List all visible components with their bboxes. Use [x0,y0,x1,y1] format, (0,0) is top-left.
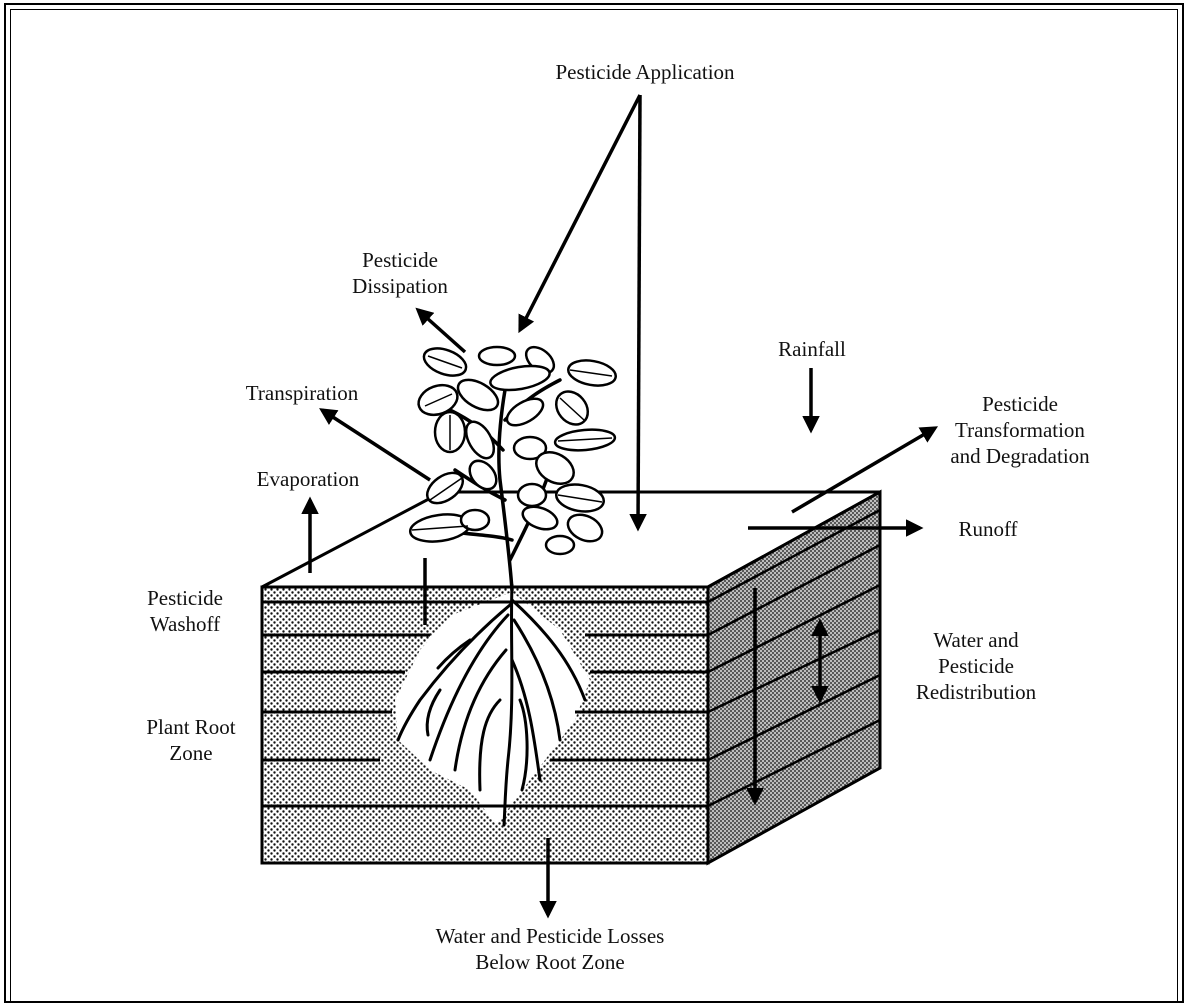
label-redistribution-line-2: Pesticide [938,654,1014,678]
application-arrow-left [518,94,642,334]
label-losses-below-root-zone: Water and Pesticide Losses Below Root Zo… [400,923,700,975]
label-plant-root-zone: Plant Root Zone [126,714,256,766]
process-arrows [301,94,939,919]
label-root-zone-line-1: Plant Root [146,715,236,739]
label-pesticide-application: Pesticide Application [555,60,735,84]
plant-roots [396,583,587,827]
label-dissipation-line-2: Dissipation [352,274,448,298]
soil-side-face [706,489,882,866]
label-transpiration: Transpiration [245,381,359,405]
label-redistribution-line-3: Redistribution [915,680,1037,704]
transpiration-arrow [319,408,431,482]
label-dissipation-line-1: Pesticide [362,248,438,272]
leaf-veins [411,355,613,531]
soil-layer-lines [262,600,708,808]
application-arrow-right [629,94,647,532]
label-pesticide-dissipation: Pesticide Dissipation [320,247,480,299]
label-pesticide-washoff: Pesticide Washoff [120,585,250,637]
label-washoff-line-1: Pesticide [147,586,223,610]
label-transformation-line-3: and Degradation [950,444,1090,468]
label-losses-line-1: Water and Pesticide Losses [435,924,665,948]
transformation-arrow [791,426,939,514]
label-washoff-line-2: Washoff [149,612,221,636]
dissipation-arrow [415,307,467,354]
label-water-pesticide-redistribution: Water and Pesticide Redistribution [896,627,1056,705]
label-redistribution-line-1: Water and [933,628,1019,652]
label-runoff: Runoff [958,517,1018,541]
label-transformation-line-1: Pesticide [982,392,1058,416]
label-transformation-line-2: Transformation [955,418,1085,442]
label-losses-line-2: Below Root Zone [475,950,625,974]
label-rainfall: Rainfall [778,337,846,361]
outer-frame [4,3,1184,1003]
label-pesticide-transformation: Pesticide Transformation and Degradation [930,391,1110,469]
label-evaporation: Evaporation [256,467,360,491]
side-layer-lines [707,508,881,808]
label-root-zone-line-2: Zone [169,741,213,765]
inner-frame [10,9,1178,1003]
